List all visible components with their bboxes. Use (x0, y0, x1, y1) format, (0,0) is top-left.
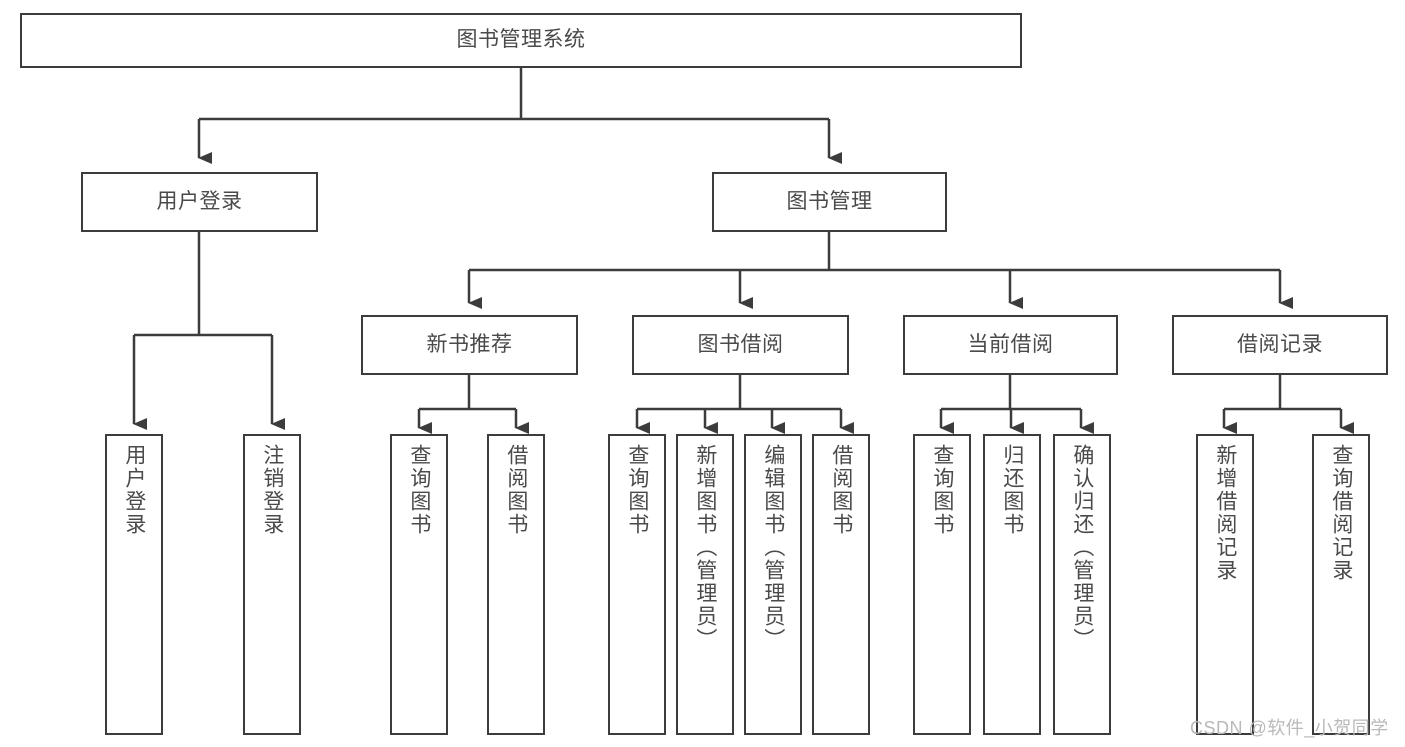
node-leaf-query-record[interactable]: 查询借阅记录 (1312, 434, 1370, 735)
node-leaf-borrow-book-2-label: 借阅图书 (829, 444, 853, 536)
node-leaf-add-record[interactable]: 新增借阅记录 (1196, 434, 1254, 735)
node-leaf-query-book-3[interactable]: 查询图书 (913, 434, 971, 735)
node-leaf-add-book[interactable]: 新增图书（管理员） (676, 434, 734, 735)
node-leaf-confirm-return-label: 确认归还（管理员） (1070, 444, 1094, 651)
node-leaf-edit-book-label: 编辑图书（管理员） (761, 444, 785, 651)
node-leaf-add-book-label: 新增图书（管理员） (693, 444, 717, 651)
node-root[interactable]: 图书管理系统 (20, 13, 1022, 68)
node-leaf-borrow-book-1-label: 借阅图书 (504, 444, 528, 536)
node-leaf-user-login-label: 用户登录 (122, 444, 146, 536)
node-new-book-recommend-label: 新书推荐 (426, 332, 513, 356)
node-current-borrow[interactable]: 当前借阅 (903, 315, 1118, 375)
node-book-borrow[interactable]: 图书借阅 (632, 315, 849, 375)
node-leaf-query-book-1[interactable]: 查询图书 (390, 434, 448, 735)
node-user-login[interactable]: 用户登录 (81, 172, 318, 232)
node-leaf-borrow-book-1[interactable]: 借阅图书 (487, 434, 545, 735)
node-leaf-query-book-3-label: 查询图书 (930, 444, 954, 536)
node-leaf-return-book-label: 归还图书 (1000, 444, 1024, 536)
node-leaf-borrow-book-2[interactable]: 借阅图书 (812, 434, 870, 735)
node-new-book-recommend[interactable]: 新书推荐 (361, 315, 578, 375)
node-borrow-record[interactable]: 借阅记录 (1172, 315, 1388, 375)
node-leaf-logout[interactable]: 注销登录 (243, 434, 301, 735)
node-leaf-query-book-1-label: 查询图书 (407, 444, 431, 536)
node-leaf-add-record-label: 新增借阅记录 (1213, 444, 1237, 582)
node-borrow-record-label: 借阅记录 (1237, 332, 1323, 356)
node-leaf-query-book-2-label: 查询图书 (625, 444, 649, 536)
node-leaf-confirm-return[interactable]: 确认归还（管理员） (1053, 434, 1111, 735)
node-book-manage[interactable]: 图书管理 (712, 172, 947, 232)
node-leaf-return-book[interactable]: 归还图书 (983, 434, 1041, 735)
node-root-label: 图书管理系统 (456, 28, 586, 52)
node-leaf-query-record-label: 查询借阅记录 (1329, 444, 1353, 582)
node-book-manage-label: 图书管理 (786, 189, 873, 213)
node-leaf-logout-label: 注销登录 (260, 444, 284, 536)
node-book-borrow-label: 图书借阅 (697, 332, 784, 356)
node-leaf-query-book-2[interactable]: 查询图书 (608, 434, 666, 735)
csdn-watermark: CSDN @软件_小贺同学 (1190, 718, 1389, 738)
node-leaf-user-login[interactable]: 用户登录 (105, 434, 163, 735)
node-current-borrow-label: 当前借阅 (967, 332, 1054, 356)
node-user-login-label: 用户登录 (156, 189, 243, 213)
node-leaf-edit-book[interactable]: 编辑图书（管理员） (744, 434, 802, 735)
